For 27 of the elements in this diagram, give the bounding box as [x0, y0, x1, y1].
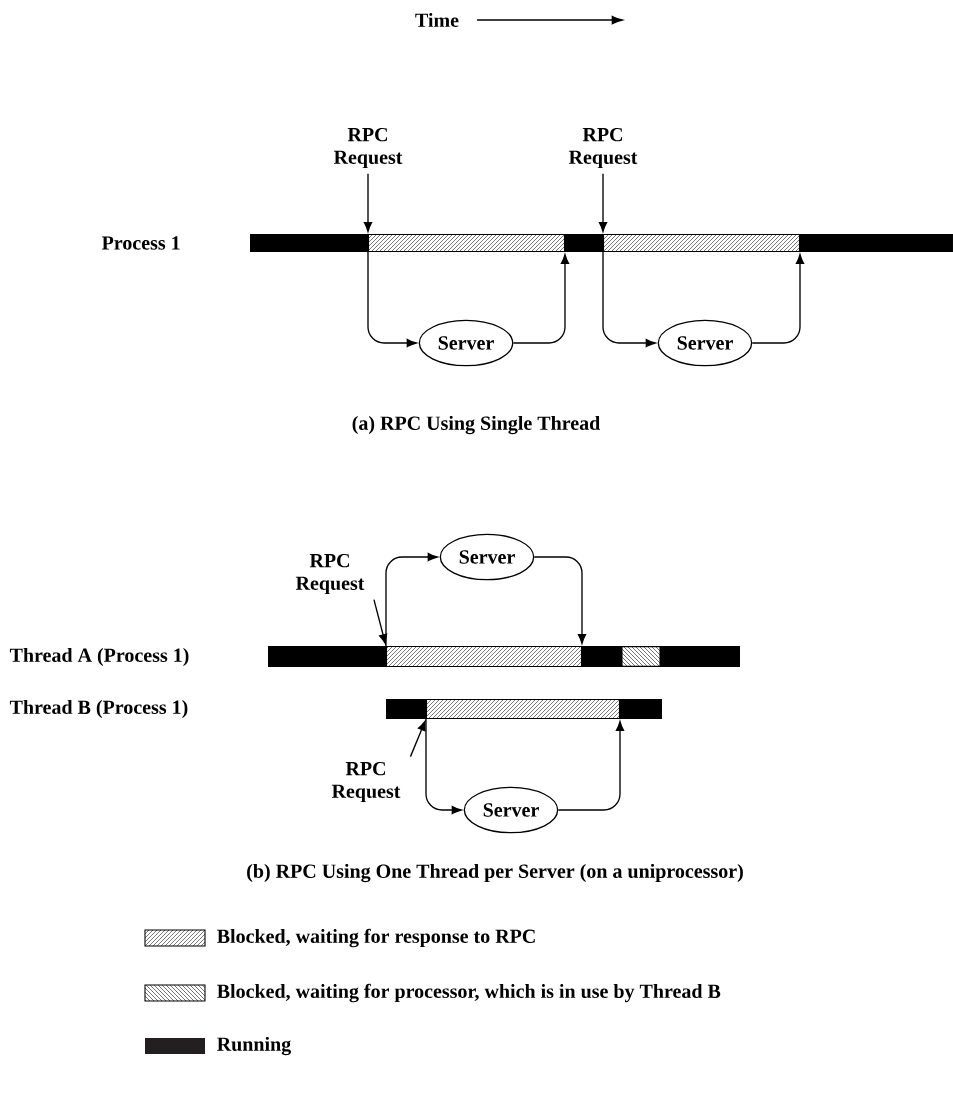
arrow [425, 718, 462, 815]
legend-label: Blocked, waiting for processor, which is in use by Thread B [217, 983, 721, 1003]
caption: (b) RPC Using One Thread per Server (on a uniprocessor) [247, 863, 743, 883]
hatched-bar [426, 699, 620, 719]
caption: (a) RPC Using Single Thread [352, 415, 601, 435]
axis-label: Time [415, 13, 459, 28]
row-label: Thread A (Process 1) [9, 647, 189, 667]
arrow [363, 173, 373, 233]
arrow [512, 254, 570, 344]
arrow [533, 556, 587, 644]
arrow [385, 552, 438, 647]
arrow [409, 720, 426, 758]
request-label: RPC Request [331, 761, 401, 803]
request-label: RPC Request [568, 127, 638, 169]
legend-label: Running [217, 1036, 291, 1056]
request-label: RPC Request [295, 553, 365, 595]
legend-label: Blocked, waiting for response to RPC [217, 928, 535, 948]
row-label: Thread B (Process 1) [9, 699, 188, 719]
arrow [367, 251, 417, 348]
request-label: RPC Request [333, 127, 403, 169]
row-label: Process 1 [101, 236, 180, 250]
arrow [751, 254, 805, 344]
arrow [557, 721, 625, 811]
arrow [602, 251, 656, 348]
hatched-bar [603, 234, 800, 252]
arrow [598, 173, 608, 233]
arrow [373, 598, 388, 645]
